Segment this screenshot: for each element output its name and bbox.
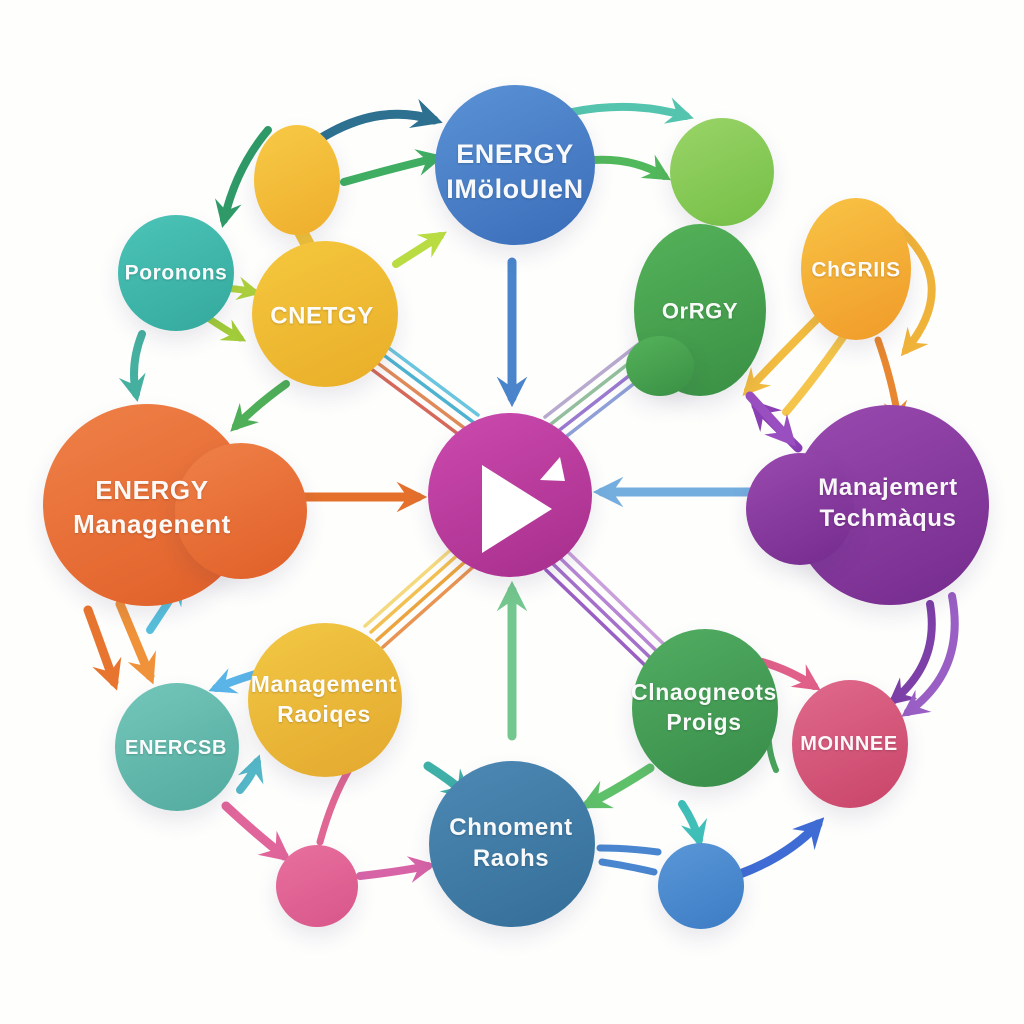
node-label-line: Managenent — [73, 509, 231, 539]
node-shape-orrgy — [626, 336, 694, 396]
node-label-line: ChGRIIS — [811, 258, 901, 282]
edge-lime-cnetgy-to-top — [392, 231, 447, 268]
node-label-line: Management — [250, 671, 398, 698]
node-shape-enercsb — [115, 683, 239, 811]
node-label-line: OrRGY — [661, 298, 739, 324]
edge-green-top-left-arc — [340, 149, 444, 186]
edge-green-into-chnoment — [579, 763, 655, 809]
node-label-energy-imoulouien: ENERGY IMöloUIeN — [446, 137, 583, 207]
edge-pink-into-smallpink — [221, 801, 292, 862]
edge-orange-into-enercsb-2 — [115, 599, 156, 685]
node-label-line: Techmàqus — [819, 505, 957, 532]
edge-bundle-ll-4 — [381, 565, 475, 649]
node-label-line: ENERCSB — [125, 737, 227, 759]
edge-teal-poronons-down — [118, 330, 146, 403]
node-label-enercsb: ENERCSB — [125, 735, 227, 761]
edge-teal-into-raoiqes — [236, 754, 264, 794]
edge-green-cnetgy-to-orange — [230, 380, 290, 432]
node-label-cnetgy: CNETGY — [270, 300, 374, 331]
node-label-chgriis: ChGRIIS — [811, 256, 900, 283]
node-label-line: Poronons — [124, 261, 228, 285]
node-shape-cnetgy — [252, 241, 398, 387]
edge-purple-pair-down — [745, 391, 797, 447]
edge-teal-top-right-arc — [568, 97, 694, 124]
play-icon[interactable] — [428, 413, 592, 577]
node-shape-yellow-small-top — [254, 125, 340, 235]
node-label-line: Manajemert — [818, 473, 958, 501]
node-label-line: ENERGY — [95, 475, 209, 506]
edge-violet-right-1 — [887, 600, 936, 706]
edge-teal-into-smallblue — [678, 800, 708, 848]
node-label-orrgy: OrRGY — [662, 298, 738, 327]
node-shape-energy-managenent — [175, 443, 307, 579]
edge-yellow-cross-2 — [782, 326, 852, 416]
node-label-line: Proigs — [666, 709, 742, 735]
node-shape-clnaogneots-proigs — [632, 629, 778, 787]
node-shape-chnoment-raohs — [429, 761, 595, 927]
node-shape-blue-small-bottom — [658, 843, 744, 929]
node-label-poronons: Poronons — [125, 259, 228, 286]
node-shape-energy-imoulouien — [435, 85, 595, 245]
edge-bundle-lr-3 — [551, 562, 663, 670]
edge-blue-link-2 — [598, 858, 658, 876]
node-shape-green-small-top — [670, 118, 774, 226]
node-label-line: ENERGY — [456, 138, 574, 169]
node-label-line: MOINNEE — [800, 733, 898, 755]
node-shape-chgriis — [801, 198, 911, 340]
edge-pink-into-chnoment — [356, 856, 437, 883]
edge-purple-pair-up — [749, 399, 803, 453]
node-label-line: IMöloUIeN — [446, 174, 584, 204]
edge-blue-up-to-moinnee — [735, 817, 825, 879]
node-label-moinnee: MOINNEE — [800, 731, 898, 757]
edge-pink-line-up — [316, 764, 354, 846]
node-shape-pink-small-bottom — [276, 845, 358, 927]
edge-violet-right-2 — [901, 592, 959, 717]
edge-blue-link-1 — [596, 844, 662, 856]
edge-lime-poronons-cnetgy-2 — [204, 314, 247, 342]
node-label-line: Chnoment — [449, 813, 573, 841]
node-shape-manajemert-techmaqus — [746, 453, 854, 565]
node-shape-poronons — [118, 215, 234, 331]
node-shape-moinnee — [792, 680, 908, 808]
node-label-line: Clnaogneots — [631, 679, 777, 706]
edge-orange-into-enercsb-1 — [83, 605, 122, 691]
edge-bundle-lr-4 — [544, 568, 656, 676]
edge-darkteal-top-arc — [313, 98, 443, 145]
node-label-line: Raohs — [472, 845, 550, 872]
edge-green-top-right-arc — [590, 154, 671, 181]
node-label-line: CNETGY — [270, 302, 374, 330]
node-shape-management-raoiqes — [248, 623, 402, 777]
node-label-line: Raoiqes — [277, 701, 371, 727]
